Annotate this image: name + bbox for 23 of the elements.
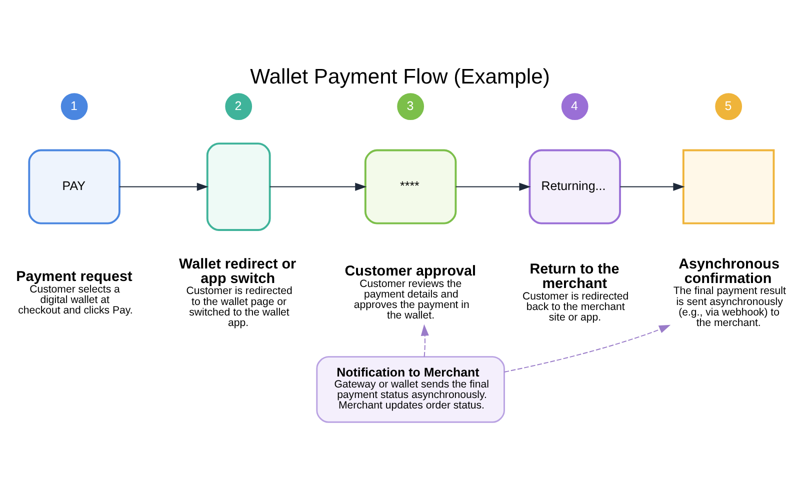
node-text: Wallet redirect or app switch Customer is redirected to the wallet page or switched to the wallet app. xyxy=(179,256,296,329)
arrow xyxy=(620,182,685,191)
node-circle: 3 xyxy=(397,93,424,120)
diagram-title: Wallet Payment Flow (Example) xyxy=(250,66,550,89)
node-box: PAY xyxy=(28,149,120,224)
node-text: Customer approval Customer reviews the payment details and approves the payment in the wallet. xyxy=(344,264,476,322)
node-circle: 2 xyxy=(225,93,252,120)
node-box: **** xyxy=(364,149,457,224)
node-text: Return to the merchant Customer is redirected back to the merchant site or app. xyxy=(522,262,629,324)
node-phone xyxy=(206,142,271,231)
node-box: Notification to Merchant Gateway or wallet sends the final payment status asynchronously. Merchant updates order status. xyxy=(316,356,505,423)
arrow xyxy=(420,324,429,358)
arrow xyxy=(455,182,531,191)
node-circle: 1 xyxy=(60,93,88,120)
node-circle: 5 xyxy=(715,93,742,120)
node-circle: 4 xyxy=(561,93,588,120)
node-window xyxy=(682,149,775,224)
arrow xyxy=(269,182,367,191)
node-box: Returning... xyxy=(528,149,621,224)
arrow xyxy=(504,324,671,372)
node-text: Asynchronous confirmation The final payment result is sent asynchronously (e.g., via webhook) to the merchant. xyxy=(673,256,786,329)
arrow xyxy=(119,182,208,191)
node-text: Payment request Customer selects a digital wallet at checkout and clicks Pay. xyxy=(16,268,133,316)
